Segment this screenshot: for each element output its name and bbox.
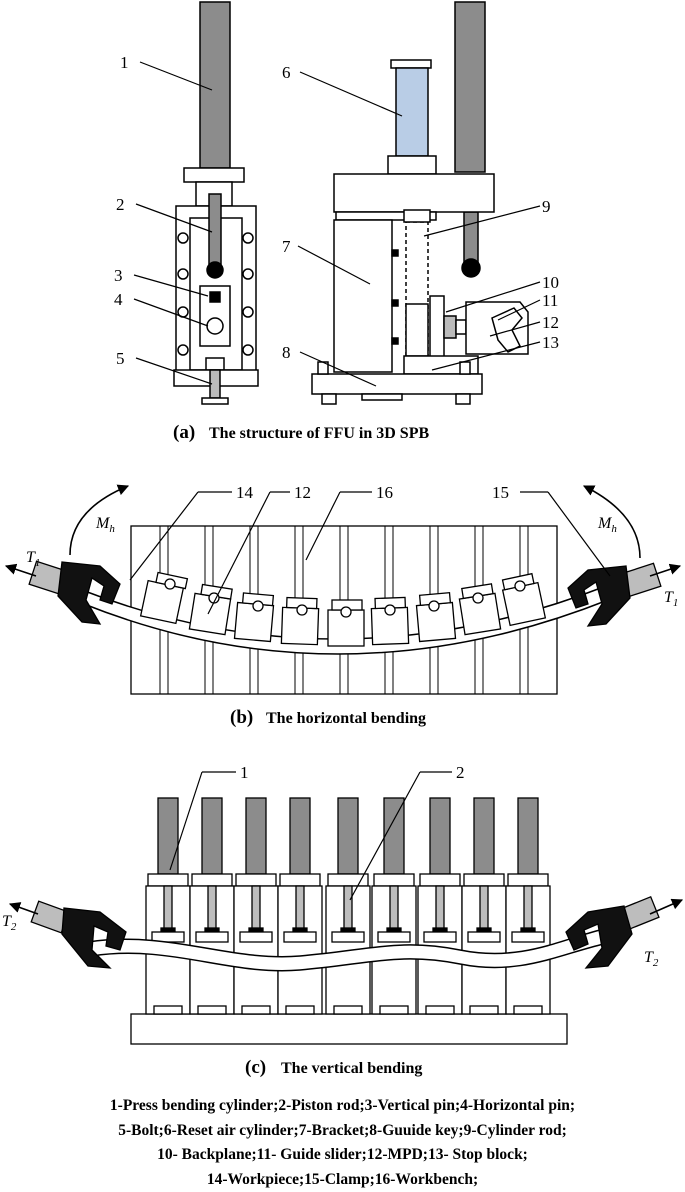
callout-leaders-a bbox=[133, 61, 541, 387]
callout-7: 7 bbox=[282, 237, 291, 256]
legend: 1-Press bending cylinder;2-Piston rod;3-… bbox=[0, 1094, 685, 1192]
caption-b: (b) The horizontal bending bbox=[230, 707, 426, 728]
svg-text:T2: T2 bbox=[644, 949, 659, 969]
caption-a: (a) The structure of FFU in 3D SPB bbox=[173, 422, 429, 443]
clamp-right-c bbox=[565, 895, 660, 969]
caption-c-text: The vertical bending bbox=[281, 1060, 422, 1077]
tension-arrow-left-b bbox=[4, 563, 37, 577]
caption-c: (c) The vertical bending bbox=[245, 1057, 422, 1078]
panel-c bbox=[8, 771, 684, 1045]
tension-arrow-right-b bbox=[649, 563, 682, 577]
tension-left-c-sub: 2 bbox=[11, 921, 17, 933]
callout-3: 3 bbox=[114, 266, 123, 285]
press-unit bbox=[371, 797, 417, 1015]
callout-11: 11 bbox=[542, 291, 558, 310]
reset-unit bbox=[311, 1, 529, 405]
callout-2-c: 2 bbox=[456, 763, 465, 782]
press-unit bbox=[277, 797, 323, 1015]
moment-left-sub: h bbox=[109, 523, 115, 535]
press-unit bbox=[505, 797, 551, 1015]
mpd-blocks bbox=[139, 571, 547, 647]
tension-arrow-left-c bbox=[8, 902, 39, 915]
tension-left-b: T bbox=[26, 549, 36, 566]
clamp-left-c bbox=[30, 900, 127, 969]
clamp-right-b bbox=[567, 562, 662, 627]
press-unit bbox=[417, 797, 463, 1015]
callout-leaders-c bbox=[169, 771, 452, 901]
press-unit bbox=[461, 797, 507, 1015]
callout-15: 15 bbox=[492, 483, 509, 502]
callouts-c: 1 2 bbox=[240, 763, 465, 782]
force-labels-b: T1 T1 Mh Mh bbox=[26, 515, 678, 609]
tension-arrow-right-c bbox=[649, 898, 684, 915]
callout-12-b: 12 bbox=[294, 483, 311, 502]
legend-line-1: 1-Press bending cylinder;2-Piston rod;3-… bbox=[109, 1097, 576, 1114]
callout-9: 9 bbox=[542, 197, 551, 216]
tension-right-b: T bbox=[664, 589, 674, 606]
legend-line-2: 5-Bolt;6-Reset air cylinder;7-Bracket;8-… bbox=[118, 1121, 567, 1139]
caption-b-letter: (b) bbox=[230, 707, 253, 728]
callout-1-c: 1 bbox=[240, 763, 249, 782]
callout-4: 4 bbox=[114, 290, 123, 309]
caption-b-text: The horizontal bending bbox=[266, 710, 426, 727]
press-bending-unit bbox=[173, 1, 259, 405]
caption-a-text: The structure of FFU in 3D SPB bbox=[209, 425, 429, 442]
callout-14: 14 bbox=[236, 483, 254, 502]
callout-10: 10 bbox=[542, 273, 559, 292]
panel-a bbox=[133, 1, 541, 405]
press-unit bbox=[325, 797, 371, 1015]
callout-5: 5 bbox=[116, 349, 125, 368]
moment-arrow-right bbox=[582, 485, 641, 559]
callout-13: 13 bbox=[542, 333, 559, 352]
caption-c-letter: (c) bbox=[245, 1057, 266, 1078]
panel-b bbox=[4, 484, 682, 695]
workbench-c bbox=[130, 1013, 568, 1045]
callout-1: 1 bbox=[120, 53, 129, 72]
tension-left-c: T bbox=[2, 913, 12, 930]
svg-text:Mh: Mh bbox=[95, 515, 115, 535]
moment-arrow-left bbox=[69, 484, 130, 556]
callout-12: 12 bbox=[542, 313, 559, 332]
clamp-left-b bbox=[28, 560, 121, 625]
press-unit bbox=[233, 797, 279, 1015]
force-labels-c: T2 T2 bbox=[2, 913, 659, 969]
moment-right-sub: h bbox=[611, 523, 617, 535]
svg-text:Mh: Mh bbox=[597, 515, 617, 535]
moment-left: M bbox=[95, 515, 111, 532]
callout-8: 8 bbox=[282, 343, 291, 362]
moment-right: M bbox=[597, 515, 613, 532]
legend-line-3: 10- Backplane;11- Guide slider;12-MPD;13… bbox=[157, 1146, 528, 1163]
callout-leaders-b bbox=[129, 491, 611, 615]
press-units bbox=[145, 797, 551, 1015]
tension-left-b-sub: 1 bbox=[35, 557, 41, 569]
tension-right-c: T bbox=[644, 949, 654, 966]
svg-text:T1: T1 bbox=[664, 589, 678, 609]
callout-6: 6 bbox=[282, 63, 291, 82]
tension-right-b-sub: 1 bbox=[673, 597, 679, 609]
svg-text:T1: T1 bbox=[26, 549, 40, 569]
tension-right-c-sub: 2 bbox=[653, 957, 659, 969]
callout-2: 2 bbox=[116, 195, 125, 214]
callouts-a: 1 2 3 4 5 6 7 8 9 10 11 12 13 bbox=[114, 53, 559, 368]
caption-a-letter: (a) bbox=[173, 422, 195, 443]
callout-16: 16 bbox=[376, 483, 393, 502]
callouts-b: 14 12 16 15 bbox=[236, 483, 509, 502]
legend-line-4: 14-Workpiece;15-Clamp;16-Workbench; bbox=[206, 1170, 479, 1188]
svg-text:T2: T2 bbox=[2, 913, 17, 933]
press-unit bbox=[189, 797, 235, 1015]
